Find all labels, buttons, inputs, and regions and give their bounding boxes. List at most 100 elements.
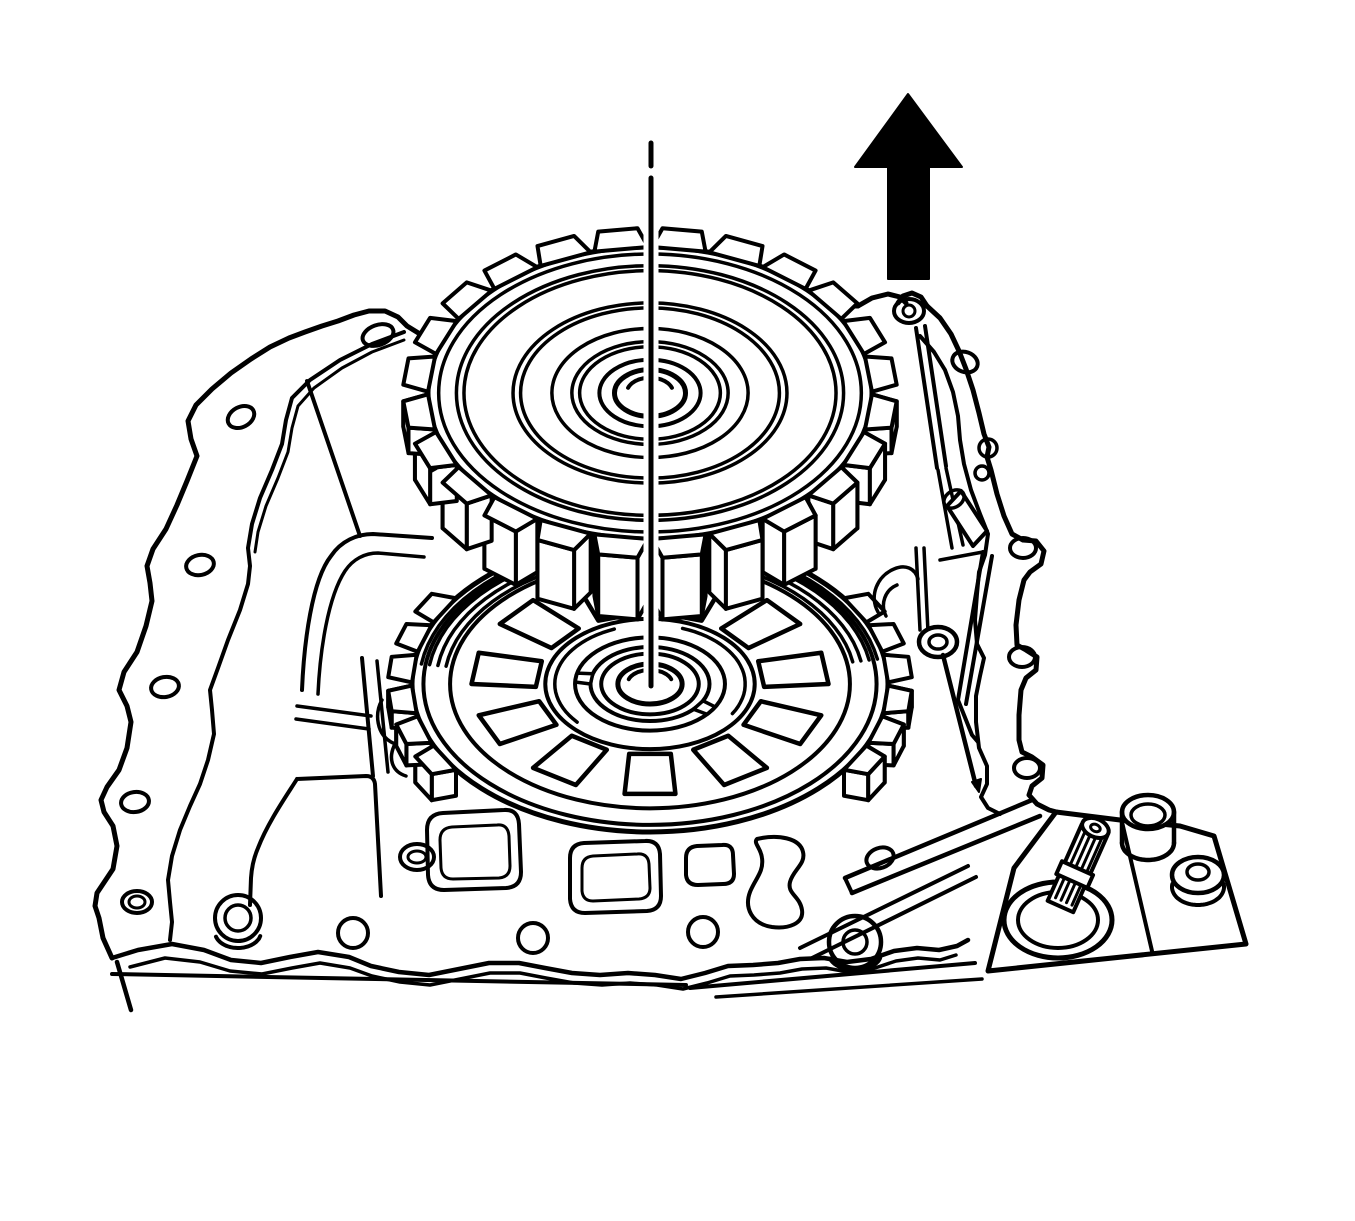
tooth-tab [806, 280, 860, 321]
case-window-inner [580, 852, 652, 903]
flange-bolt-hole-inner [127, 894, 147, 910]
face-window [476, 698, 559, 747]
bottom-boss [213, 893, 263, 943]
tooth-tab [386, 683, 419, 716]
face-ring-arc [680, 626, 747, 716]
bracket-edge [922, 546, 930, 634]
tooth-tab [401, 354, 438, 394]
linkage-link [798, 864, 970, 950]
face-window [497, 597, 581, 651]
case-flange-inner-left [166, 330, 406, 942]
tooth-tab [592, 532, 651, 560]
shift-rod [914, 326, 939, 470]
shift-linkage-cluster [872, 324, 994, 793]
flange-bolt-hole [119, 789, 151, 815]
flange-bolt-hole [225, 403, 257, 431]
flange-bolt-hole [149, 674, 181, 700]
tooth-tab [401, 392, 438, 432]
flange-bolt-hole-inner [901, 303, 917, 319]
face-window [622, 751, 678, 797]
tooth-tab [707, 518, 765, 553]
flange-bolt-hole [184, 552, 216, 578]
case-foot-boss [248, 774, 383, 907]
face-window [755, 650, 831, 690]
linkage-link [810, 875, 978, 960]
case-flange-inner-left2 [253, 338, 406, 554]
bottom-boss-base [214, 934, 263, 950]
detent-pin-cap [942, 488, 966, 510]
casting-hook [872, 565, 920, 618]
tooth-tab [806, 465, 860, 506]
face-window [690, 733, 770, 788]
face-window [719, 597, 803, 651]
case-face-hole [398, 842, 436, 872]
shaft-tip-hole [1089, 822, 1102, 834]
tooth-tab [866, 714, 906, 747]
case-pocket-wall [375, 659, 390, 774]
bottom-boss-inner [223, 903, 253, 933]
tooth-tab [440, 280, 494, 321]
tooth-tab [482, 495, 540, 534]
rod-brace [936, 468, 954, 550]
tooth-tab [649, 226, 708, 254]
a-frame-leg [956, 550, 985, 702]
shift-rod [923, 324, 948, 468]
tooth-tab [394, 714, 434, 747]
linkage-arm-hole [864, 845, 896, 871]
flange-bolt-hole [1008, 536, 1038, 560]
shaft-collar [1054, 859, 1096, 890]
flange-bolt-hole [120, 889, 154, 915]
case-window [568, 838, 663, 915]
tooth-face [660, 552, 704, 622]
hub-key-tab [573, 671, 595, 686]
linkage-arm [842, 797, 1035, 881]
tooth-tab [413, 591, 458, 625]
tooth-tab [412, 430, 459, 471]
shaft-tip [1080, 815, 1111, 840]
tooth-tab [760, 495, 818, 534]
case-pocket-edge-inner [316, 551, 426, 696]
flange-bolt-hole [977, 437, 999, 459]
transaxle-case [92, 290, 1063, 1013]
plate-washer-hole [1185, 862, 1211, 882]
plate-washer-base [1170, 881, 1226, 907]
tooth-tab [760, 252, 818, 291]
flange-bolt-hole [360, 322, 396, 348]
tooth-face [596, 552, 640, 622]
case-flange-outer-left [92, 303, 861, 961]
bottom-boss-base [828, 956, 883, 972]
flange-bolt-hole [950, 349, 980, 375]
mount-plate-crease [1120, 820, 1154, 953]
a-frame-foot [956, 698, 980, 744]
tooth-tab [592, 226, 651, 254]
case-casting-rib [746, 834, 806, 930]
linkage-arm-end [843, 876, 854, 895]
flange-bolt-hole [892, 297, 926, 325]
a-frame-leg [964, 554, 994, 706]
bottom-bolt-hole [516, 921, 550, 955]
removal-direction-up-arrow [854, 93, 963, 280]
tooth-tab [394, 621, 434, 654]
bracket-edge [914, 546, 922, 632]
case-window-inner [438, 823, 512, 881]
tooth-tab [866, 621, 906, 654]
rod-collar [916, 624, 960, 660]
tooth-tab [862, 354, 899, 394]
case-bottom-shadow [714, 977, 984, 999]
detent-rod-tip [971, 778, 982, 793]
tooth-tab [881, 652, 914, 685]
tooth-tab [482, 252, 540, 291]
tooth-tab [881, 683, 914, 716]
case-corner-stub [114, 959, 134, 1013]
case-bottom-line [688, 961, 977, 990]
tooth-tab [841, 315, 888, 356]
case-pocket-wall [360, 656, 375, 778]
linkage-arm [849, 813, 1043, 896]
bottom-bolt-hole [686, 915, 720, 949]
face-ring-arc [553, 627, 617, 724]
tooth-tab [440, 465, 494, 506]
tooth-tab [535, 518, 593, 553]
tooth-tab [535, 233, 593, 268]
tooth-tab [842, 743, 887, 777]
